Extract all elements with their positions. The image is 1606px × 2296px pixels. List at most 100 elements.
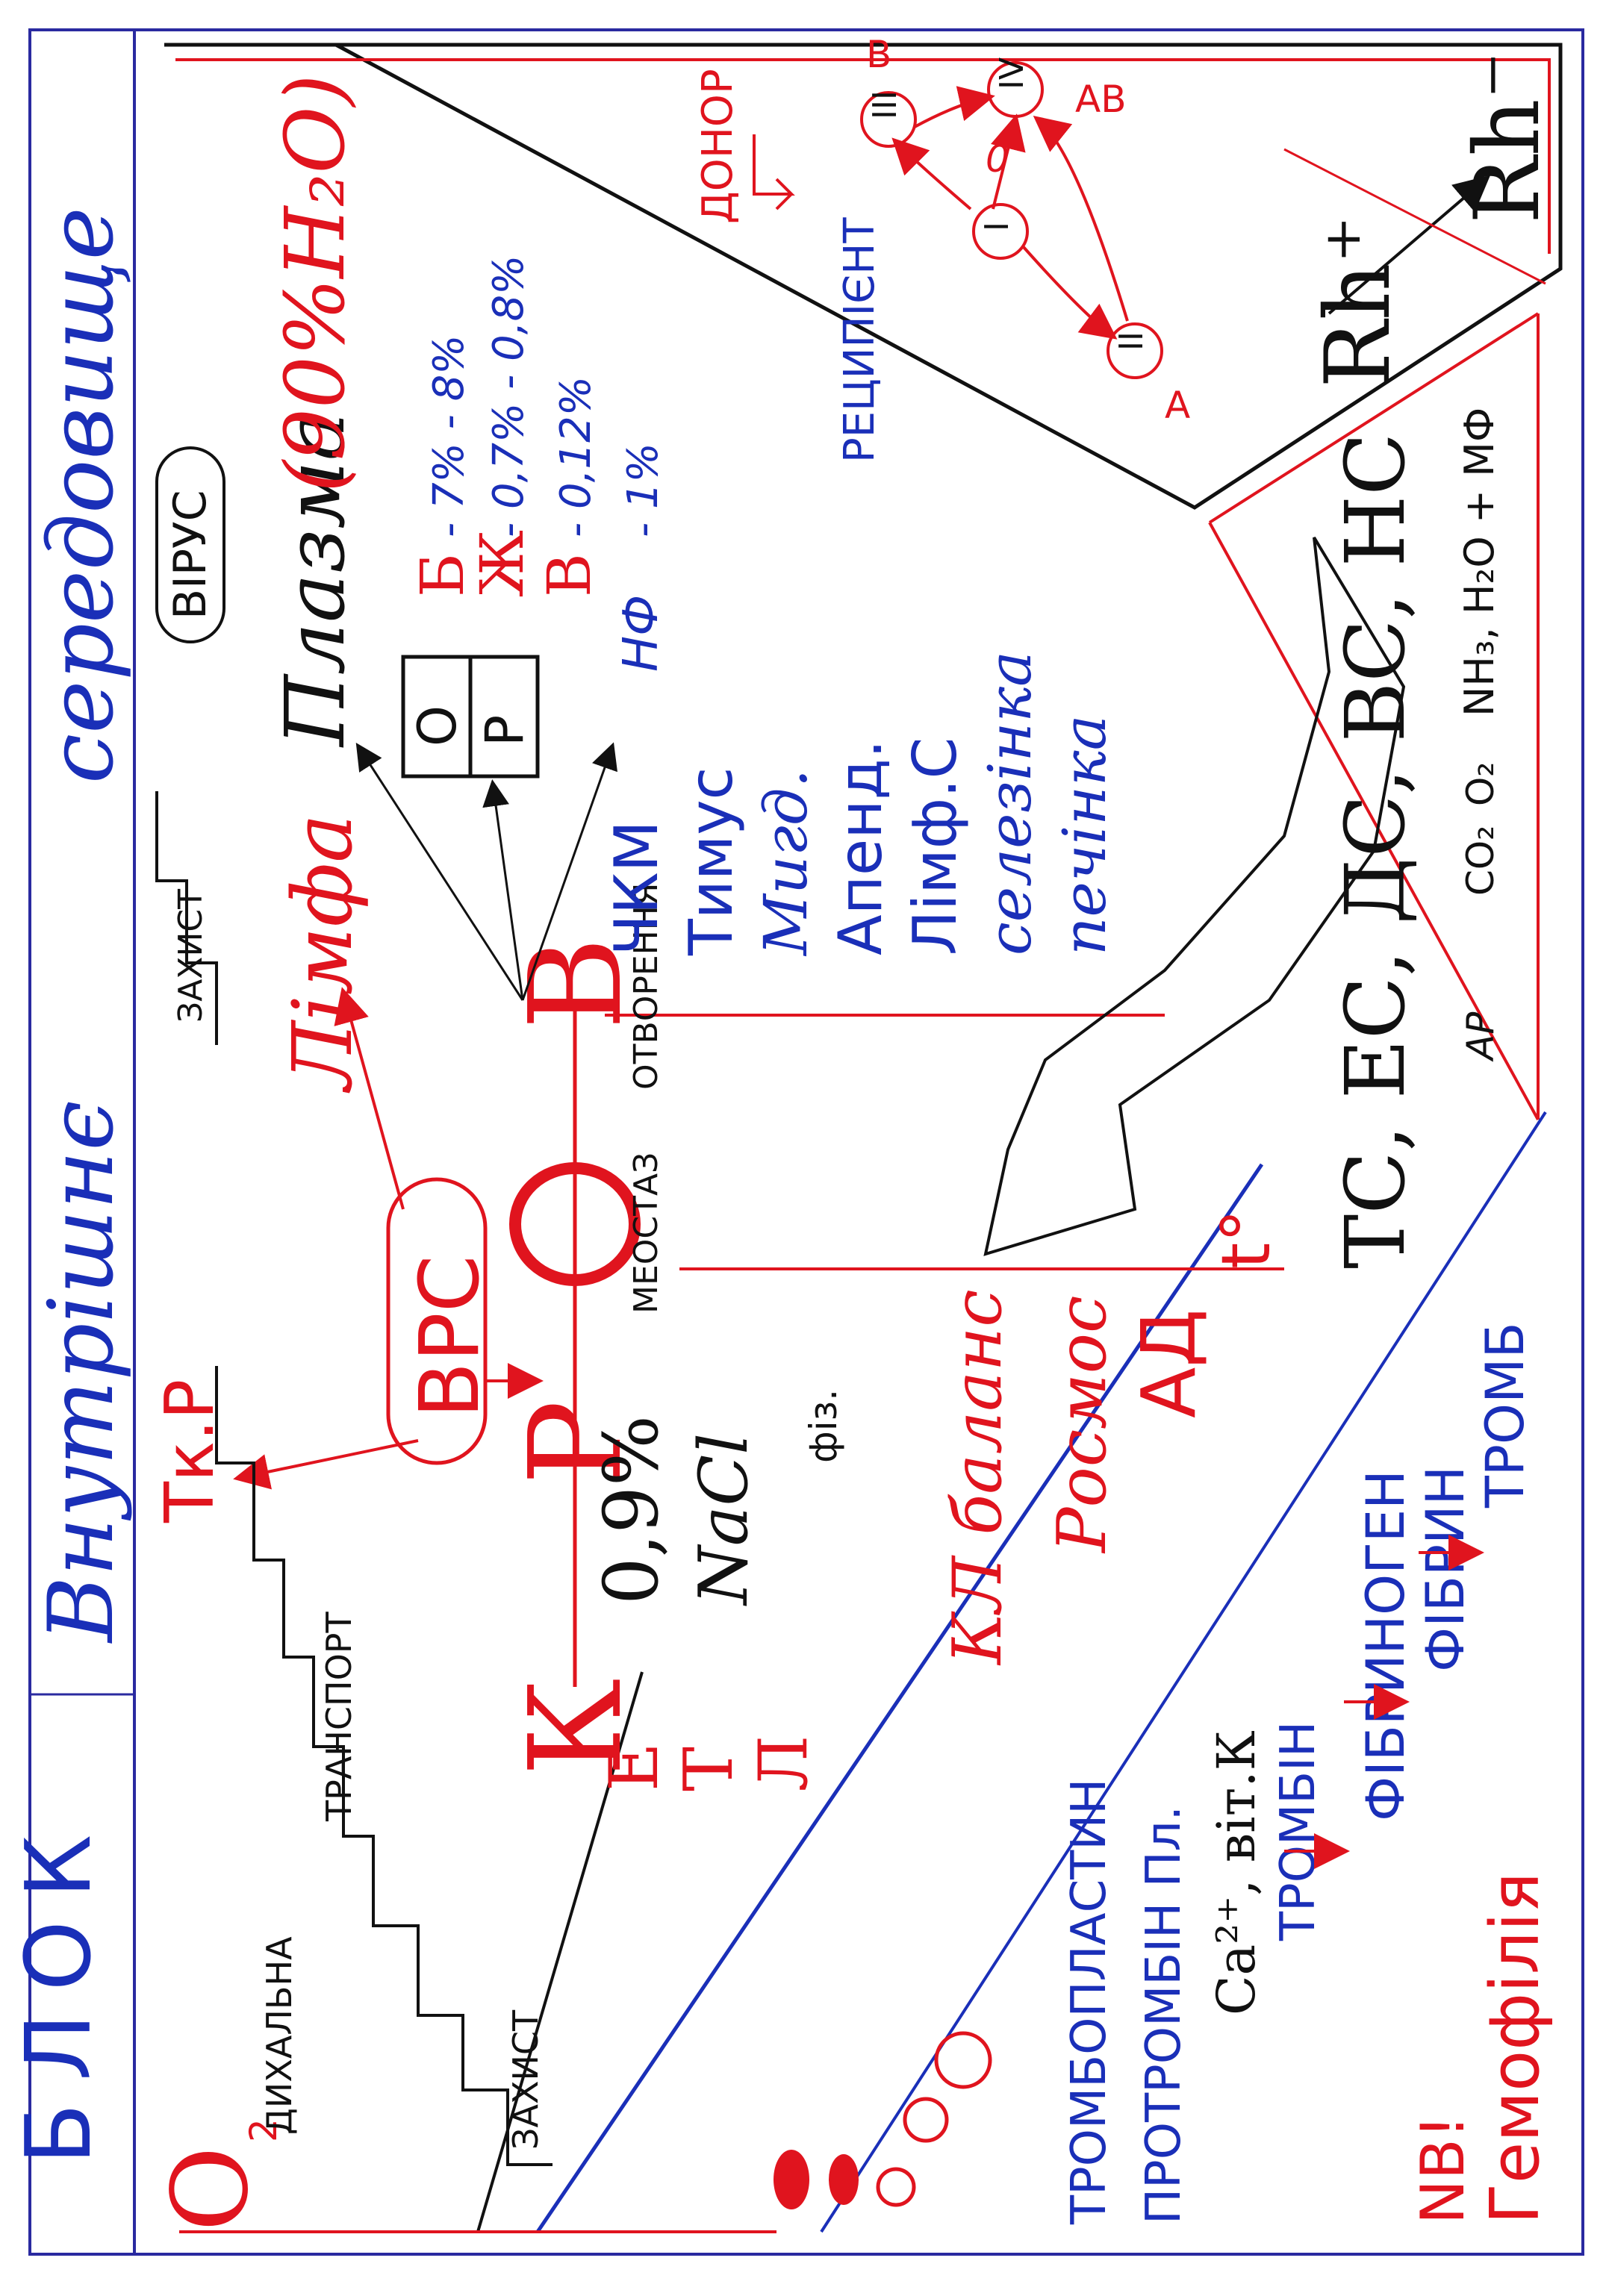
row-v-letter: В [535, 553, 604, 597]
row-nf-letter: НФ [614, 595, 669, 672]
blue-diagonal [535, 1163, 1264, 2233]
row-v-text: - 0,12% [552, 376, 600, 537]
arrow-1-3 [891, 137, 972, 210]
group-3-label: B [866, 33, 891, 76]
o2-label: О [150, 2146, 272, 2232]
platelet-2 [903, 2097, 949, 2143]
donor-arrow [753, 134, 795, 210]
platelet-3 [876, 2167, 916, 2207]
virus-label: ВІРУС [164, 490, 217, 620]
blood-drop-1 [774, 2150, 809, 2209]
arrow-2-4 [1033, 115, 1129, 322]
o2-sub: 2 [242, 2118, 285, 2142]
group-1-circle [972, 203, 1029, 260]
group-3: III [866, 90, 904, 119]
or-box-top: О [407, 705, 468, 746]
coag-fibrinogen: ФІБРИНОГЕН [1355, 1470, 1416, 1821]
arrow-3-4 [914, 86, 995, 128]
letter-l: Л [744, 1735, 823, 1791]
group-3-circle [860, 91, 917, 148]
coag-tromboplastin: ТРОМБОПЛАСТИН [1062, 1779, 1117, 2225]
group-4: IV [993, 57, 1031, 90]
virus-capsule [155, 446, 225, 643]
row-b-letter: Б [408, 553, 477, 597]
big-arrow [983, 536, 1406, 1256]
outer-border [28, 28, 1584, 2256]
arrow-plasma [355, 742, 524, 1001]
letter-k: К [502, 1678, 650, 1776]
black-diagonal-left [476, 1671, 644, 2233]
recipient-label: РЕЦИПІЄНТ [835, 217, 884, 463]
letter-o [509, 1162, 641, 1286]
header-title: Внутрішнє середовище [30, 207, 134, 1644]
o2-cells-label: О₂ [1459, 762, 1502, 806]
group-4-label: AB [1075, 78, 1127, 121]
kl-balance: КЛ баланс [939, 1289, 1017, 1666]
rosmos: Росмос [1043, 1296, 1121, 1554]
upper-ladder-label: ЗАХИСТ [172, 889, 210, 1023]
or-box-bottom: Р [474, 715, 535, 746]
rh-plus: Rh⁺ [1307, 216, 1410, 388]
ladder-defense: ЗАХИСТ [505, 2009, 546, 2150]
coag-protrombin: ПРОТРОМБІН Пл. [1136, 1806, 1192, 2224]
coag-fibrin: ФІБРИН [1415, 1466, 1476, 1672]
row-nf-text: - 1% [619, 443, 667, 537]
organ-4: Лімф.С [900, 737, 970, 955]
red-diagonal-right [1208, 312, 1540, 524]
saline-nacl: NaCl [685, 1433, 763, 1606]
arrow-or [482, 779, 524, 1001]
t-label: t° [1207, 1209, 1286, 1269]
coag-gemofilia: Гемофілія [1476, 1872, 1554, 2224]
vrs-capsule [386, 1177, 488, 1465]
rh-minus: Rh⁻ [1456, 52, 1560, 224]
ladder-dyhalna: ДИХАЛЬНА [259, 1936, 299, 2135]
donor-label: ДОНОР [694, 69, 742, 224]
row-b-text: - 7% - 8% [425, 335, 473, 538]
title-word2: середовище [30, 207, 134, 784]
homeostasis-label: МЕОСТАЗ [627, 1152, 665, 1314]
organs-list: ЧКМ Тимус Мигд. Апенд. Лімф.С селезінка … [602, 651, 1119, 957]
rh-cross [1283, 148, 1546, 285]
coag-trombin: ТРОМБІН [1271, 1721, 1326, 1941]
organ-2: Мигд. [751, 769, 821, 957]
ad-label: АД [1125, 1308, 1213, 1418]
lymph-label: Лімфа [275, 814, 370, 1094]
group-2: II [1112, 331, 1151, 351]
blood-group-frame [164, 43, 1563, 510]
rh-arrow [1328, 175, 1491, 315]
group-2-circle [1107, 322, 1163, 379]
blood-drop-2 [829, 2154, 859, 2205]
coag-ca: Ca²⁺, віт.К [1206, 1730, 1267, 2015]
red-diagonal-lower [1208, 522, 1540, 1120]
vrs-to-tkr [233, 1439, 419, 1490]
organ-1: Тимус [676, 767, 746, 956]
organ-5: селезінка [975, 651, 1045, 955]
plasma-rows: Б - 7% - 8% Ж - 0,7% - 0,8% В - 0,12% НФ… [408, 255, 669, 672]
co2-label: СО₂ [1459, 826, 1502, 896]
row-zh-letter: Ж [467, 530, 537, 597]
vrs-label: ВРС [402, 1255, 497, 1418]
group-2-label: A [1165, 384, 1190, 427]
letter-t: Т [670, 1747, 748, 1791]
row-zh-text: - 0,7% - 0,8% [485, 255, 533, 537]
ap-label: АР [1459, 1011, 1502, 1062]
upper-ladder [155, 791, 218, 1045]
ladder-transport: ТРАНСПОРТ [319, 1611, 359, 1822]
letter-r: Р [502, 1400, 650, 1485]
coag-nb: NB! [1408, 2115, 1478, 2224]
organ-0: ЧКМ [602, 820, 671, 955]
group-1: I [978, 222, 1016, 231]
plasma-water: (90%H₂O) [267, 74, 363, 493]
organ-6: печінка [1050, 715, 1119, 955]
coag-tromb: ТРОМБ [1475, 1323, 1536, 1509]
arrow-1-4 [991, 113, 1026, 210]
plasma-title: Плазма [267, 412, 363, 748]
title-word1: Внутрішнє [30, 1100, 134, 1644]
letter-e: Е [595, 1742, 673, 1791]
svg-text:БЛОК: БЛОК [7, 1812, 111, 2165]
arrow-1-2 [1021, 245, 1118, 340]
organ-3: Апенд. [826, 740, 895, 955]
saline-pct: 0,9% [588, 1415, 675, 1605]
